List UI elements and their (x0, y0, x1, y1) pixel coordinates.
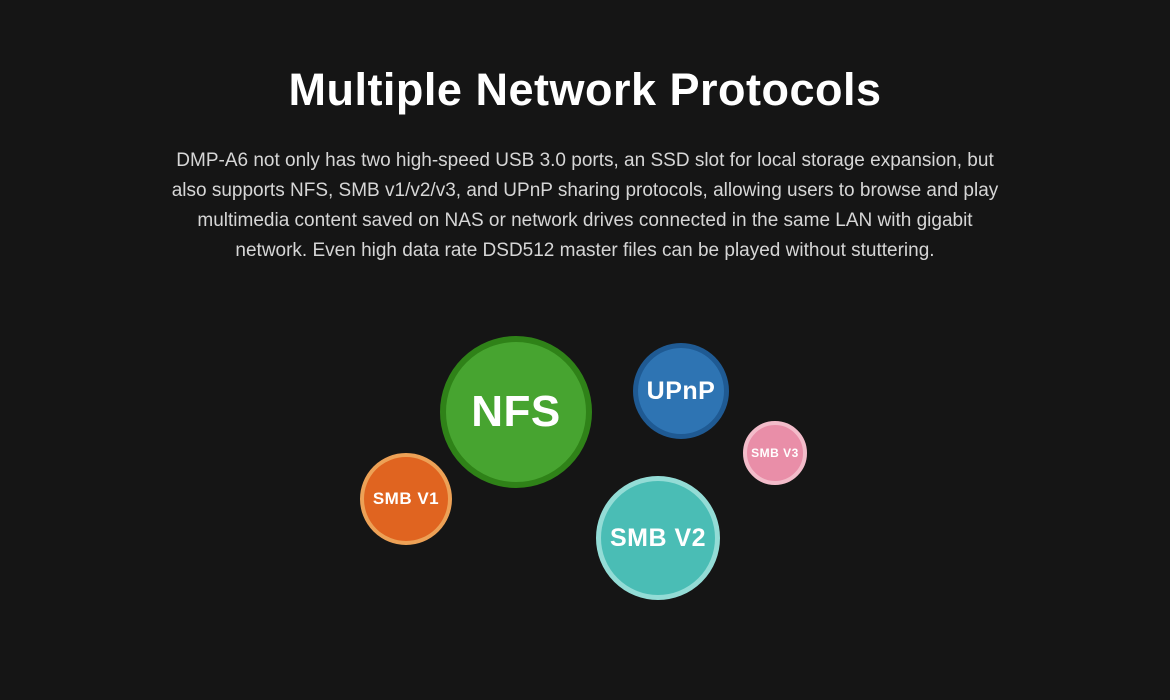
bubble-label: SMB V1 (372, 489, 440, 508)
page-title: Multiple Network Protocols (288, 64, 882, 115)
bubble-label: UPnP (646, 376, 716, 405)
bubble-upnp: UPnP (633, 343, 729, 439)
bubble-label: NFS (471, 387, 561, 436)
bubble-smb-v2: SMB V2 (596, 476, 720, 600)
bubble-smb-v3: SMB V3 (743, 421, 807, 485)
bubble-label: SMB V2 (609, 523, 707, 552)
description-text: DMP-A6 not only has two high-speed USB 3… (171, 150, 999, 261)
bubble-smb-v1: SMB V1 (360, 453, 452, 545)
bubble-nfs: NFS (440, 336, 592, 488)
bubble-label: SMB V3 (751, 446, 799, 460)
